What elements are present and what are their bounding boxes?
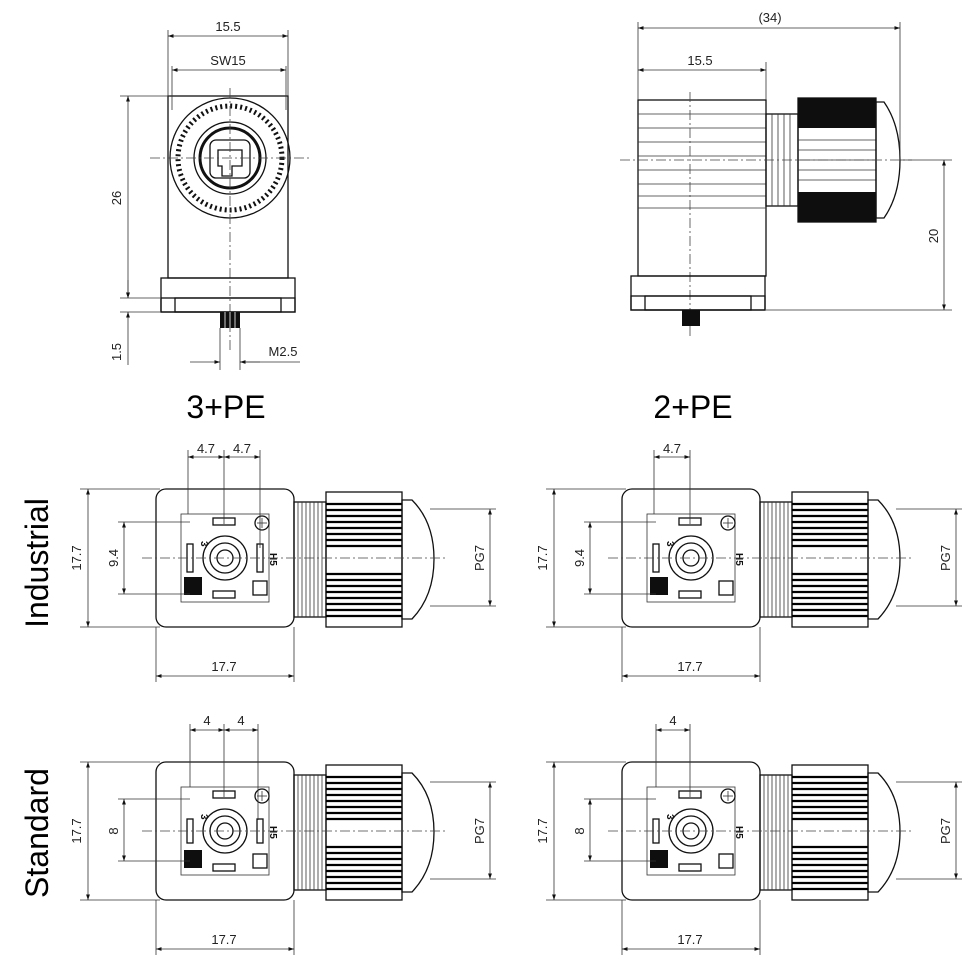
pin-label-h5: H5 [733, 826, 744, 839]
dim-height-side: 20 [926, 229, 941, 243]
side-view-2pe [620, 92, 912, 336]
dim-standard-2pe-gland: PG7 [938, 818, 953, 844]
dim-screw: M2.5 [269, 344, 298, 359]
standard-2pe-dimensions: 4 17.7 8 PG7 17.7 [535, 713, 962, 955]
standard-3pe-dimensions: 4 4 17.7 8 PG7 17.7 [69, 713, 496, 955]
dim-industrial-2pe-vertical: 9.4 [572, 549, 587, 567]
column-label-3pe: 3+PE [186, 389, 265, 425]
standard-3pe-view: 3 H5 [142, 761, 446, 902]
industrial-2pe-dimensions: 4.7 17.7 9.4 PG7 17.7 [535, 441, 962, 682]
dim-industrial-3pe-spacing-a: 4.7 [197, 441, 215, 456]
dim-industrial-2pe-spacing: 4.7 [663, 441, 681, 456]
dim-body-length: 15.5 [687, 53, 712, 68]
dim-standard-2pe-vertical: 8 [572, 827, 587, 834]
row-label-industrial: Industrial [19, 498, 55, 628]
dim-standard-3pe-gland: PG7 [472, 818, 487, 844]
industrial-3pe-dimensions: 4.7 4.7 17.7 9.4 PG7 17.7 [69, 441, 496, 682]
dim-industrial-3pe-spacing-b: 4.7 [233, 441, 251, 456]
dim-industrial-3pe-height: 17.7 [69, 545, 84, 570]
pin-label-h5: H5 [733, 553, 744, 566]
industrial-2pe-view: 3 H5 [608, 488, 912, 629]
pin-label-h5: H5 [267, 553, 278, 566]
dim-standard-3pe-spacing-a: 4 [203, 713, 210, 728]
column-label-2pe: 2+PE [653, 389, 732, 425]
side-view-dimensions: (34) 15.5 20 [637, 10, 952, 311]
dim-standard-2pe-spacing: 4 [669, 713, 676, 728]
front-view-3pe [150, 88, 312, 352]
dim-sw: SW15 [210, 53, 245, 68]
dim-industrial-3pe-vertical: 9.4 [106, 549, 121, 567]
dim-industrial-2pe-height: 17.7 [535, 545, 550, 570]
dim-width-front: 15.5 [215, 19, 240, 34]
dim-standard-3pe-height: 17.7 [69, 818, 84, 843]
dim-industrial-2pe-gland: PG7 [938, 545, 953, 571]
dim-standard-3pe-spacing-b: 4 [237, 713, 244, 728]
pin-label-3: 3 [664, 541, 675, 547]
dim-standard-2pe-width: 17.7 [677, 932, 702, 947]
standard-2pe-view: 3 H5 [608, 761, 912, 902]
dim-industrial-3pe-width: 17.7 [211, 659, 236, 674]
dim-standard-2pe-height: 17.7 [535, 818, 550, 843]
dim-height-front: 26 [109, 191, 124, 205]
dim-standard-3pe-vertical: 8 [106, 827, 121, 834]
pin-label-3: 3 [664, 814, 675, 820]
pin-label-3: 3 [198, 541, 209, 547]
dim-overall-length: (34) [758, 10, 781, 25]
dim-industrial-2pe-width: 17.7 [677, 659, 702, 674]
pin-label-h5: H5 [267, 826, 278, 839]
dim-flange: 1.5 [109, 343, 124, 361]
front-view-dimensions: 15.5 SW15 26 1.5 M2.5 [109, 19, 300, 370]
dim-industrial-3pe-gland: PG7 [472, 545, 487, 571]
row-label-standard: Standard [19, 768, 55, 898]
dim-standard-3pe-width: 17.7 [211, 932, 236, 947]
pin-label-3: 3 [198, 814, 209, 820]
